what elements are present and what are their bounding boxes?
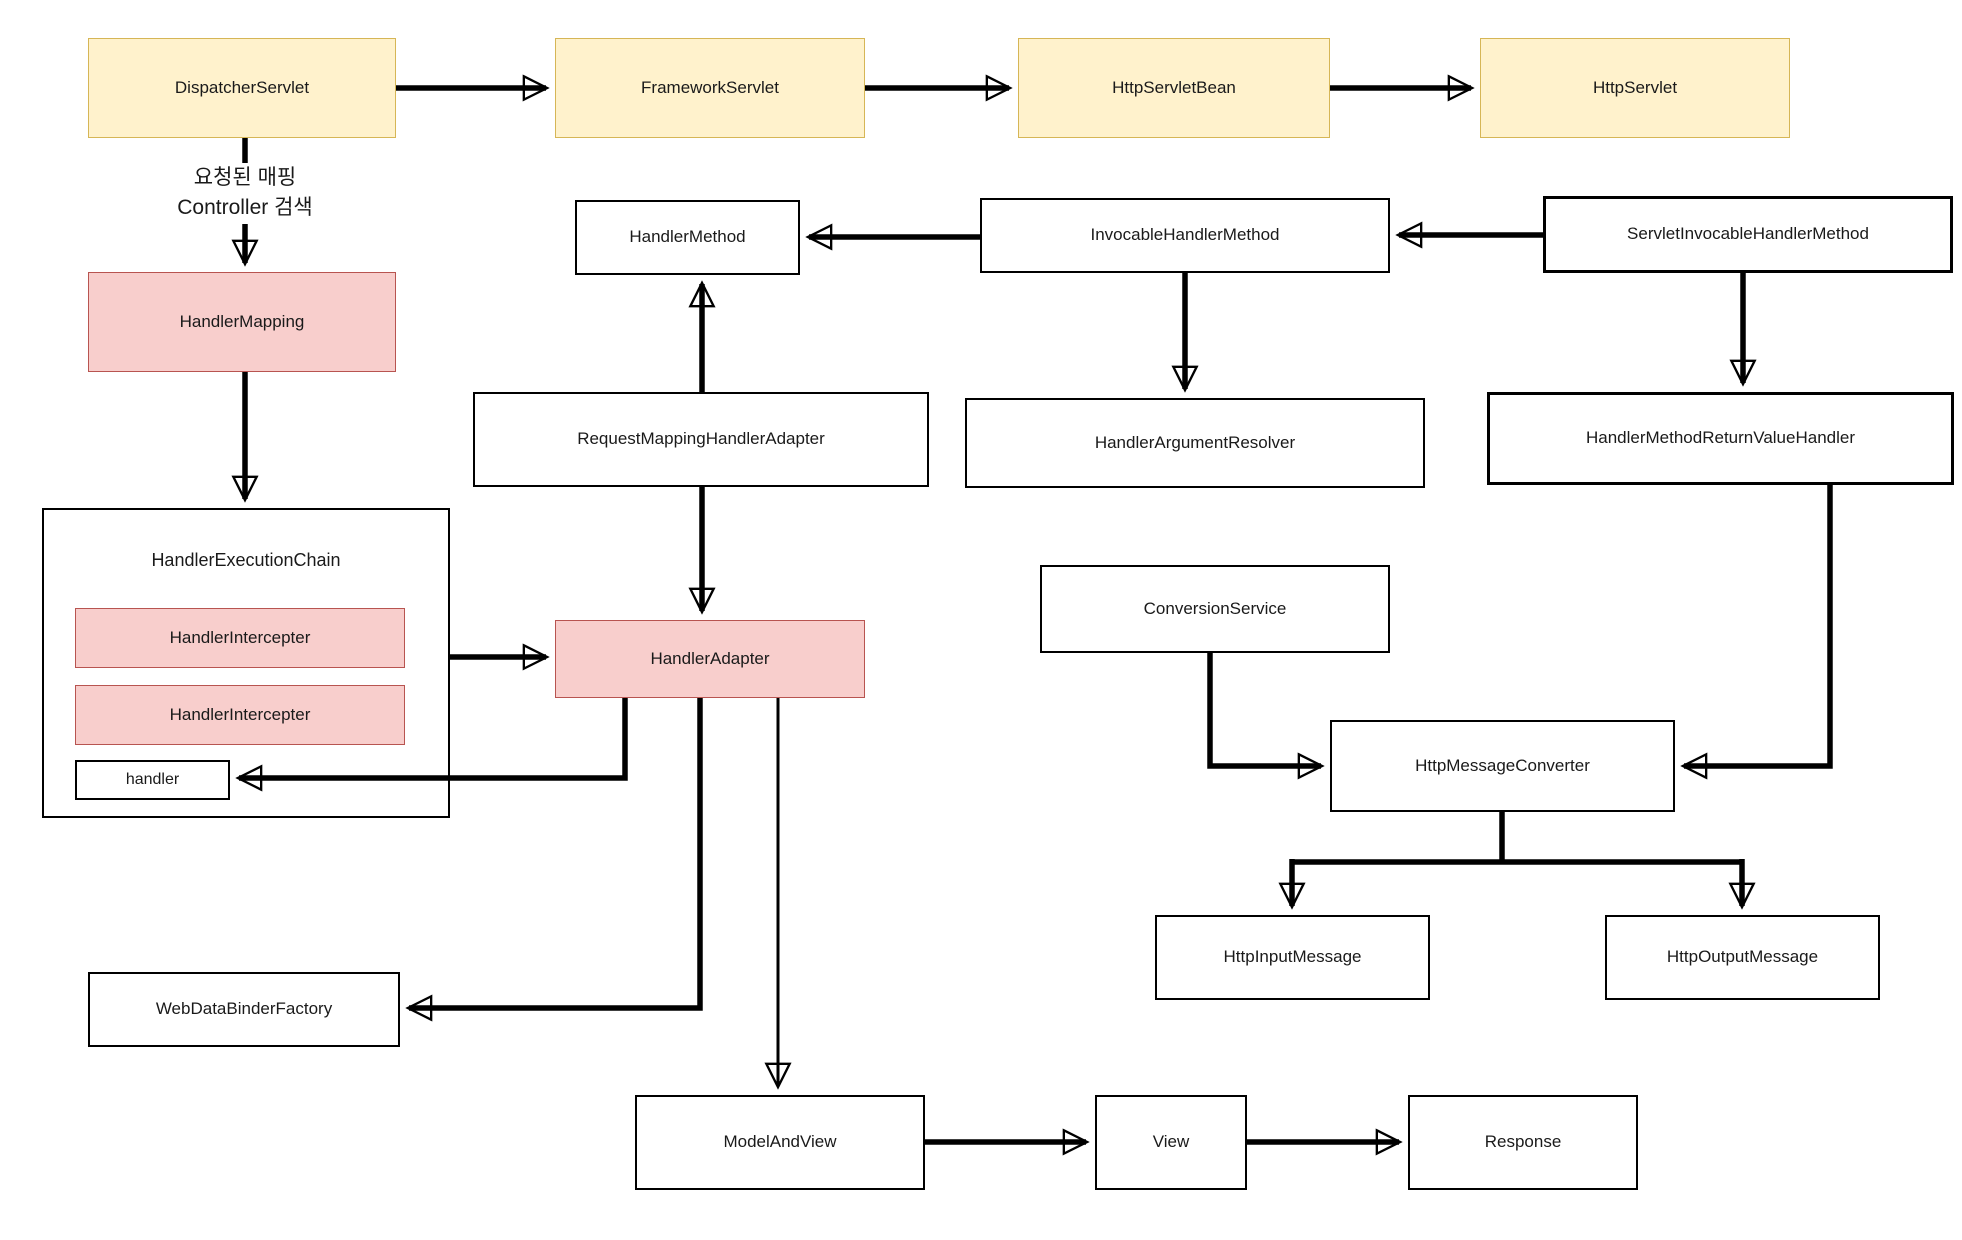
node-framework-servlet: FrameworkServlet: [555, 38, 865, 138]
edge-handleradapter-webdatabinderfactory: [409, 698, 703, 1008]
node-label: FrameworkServlet: [641, 77, 779, 97]
edge-conversionservice-httpmessageconverter: [1207, 653, 1321, 766]
node-http-servlet: HttpServlet: [1480, 38, 1790, 138]
node-servlet-invocable-handler-method: ServletInvocableHandlerMethod: [1543, 196, 1953, 273]
node-label: WebDataBinderFactory: [155, 999, 333, 1019]
node-label: HandlerAdapter: [650, 648, 770, 668]
node-label: HttpServlet: [1592, 77, 1678, 97]
node-conversion-service: ConversionService: [1040, 565, 1390, 653]
node-label: HttpServletBean: [1112, 77, 1236, 97]
node-label: HandlerMethod: [629, 227, 746, 247]
edge-label-line1: 요청된 매핑: [193, 166, 297, 189]
node-dispatcher-servlet: DispatcherServlet: [88, 38, 396, 138]
node-handler: handler: [75, 760, 230, 800]
node-label: HandlerExecutionChain: [151, 550, 341, 570]
edge-handlermethodreturnvaluehandler-httpmessageconverter: [1684, 485, 1833, 766]
node-handler-intercepter-2: HandlerIntercepter: [75, 685, 405, 745]
node-label: HandlerIntercepter: [169, 704, 311, 724]
node-label: View: [1152, 1132, 1190, 1152]
node-label: RequestMappingHandlerAdapter: [577, 429, 825, 449]
node-label: HandlerIntercepter: [169, 627, 311, 647]
node-request-mapping-handler-adapter: RequestMappingHandlerAdapter: [473, 392, 929, 487]
node-http-message-converter: HttpMessageConverter: [1330, 720, 1675, 812]
node-label: HttpInputMessage: [1223, 947, 1362, 967]
node-label: Response: [1484, 1132, 1562, 1152]
node-label: HandlerArgumentResolver: [1094, 432, 1296, 452]
node-handler-adapter: HandlerAdapter: [555, 620, 865, 698]
node-view: View: [1095, 1095, 1247, 1190]
node-label: handler: [125, 771, 180, 789]
node-handler-argument-resolver: HandlerArgumentResolver: [965, 398, 1425, 488]
node-response: Response: [1408, 1095, 1638, 1190]
node-label: HttpMessageConverter: [1415, 755, 1590, 775]
node-handler-method-return-value-handler: HandlerMethodReturnValueHandler: [1487, 392, 1954, 485]
edge-label-line2: Controller 검색: [177, 196, 313, 220]
node-label: DispatcherServlet: [174, 77, 310, 97]
node-label: ConversionService: [1143, 598, 1287, 618]
node-handler-intercepter-1: HandlerIntercepter: [75, 608, 405, 668]
node-web-data-binder-factory: WebDataBinderFactory: [88, 972, 400, 1047]
node-label: HttpOutputMessage: [1666, 947, 1819, 967]
node-http-output-message: HttpOutputMessage: [1605, 915, 1880, 1000]
node-label: InvocableHandlerMethod: [1090, 225, 1280, 245]
node-label: HandlerMethodReturnValueHandler: [1585, 428, 1855, 448]
node-invocable-handler-method: InvocableHandlerMethod: [980, 198, 1390, 273]
node-model-and-view: ModelAndView: [635, 1095, 925, 1190]
node-handler-method: HandlerMethod: [575, 200, 800, 275]
node-label: HandlerMapping: [179, 311, 305, 331]
node-http-servlet-bean: HttpServletBean: [1018, 38, 1330, 138]
node-http-input-message: HttpInputMessage: [1155, 915, 1430, 1000]
edge-label-requested-mapping: 요청된 매핑 Controller 검색: [130, 163, 360, 224]
node-label: ModelAndView: [723, 1132, 837, 1152]
node-label: ServletInvocableHandlerMethod: [1627, 224, 1869, 244]
node-handler-mapping: HandlerMapping: [88, 272, 396, 372]
